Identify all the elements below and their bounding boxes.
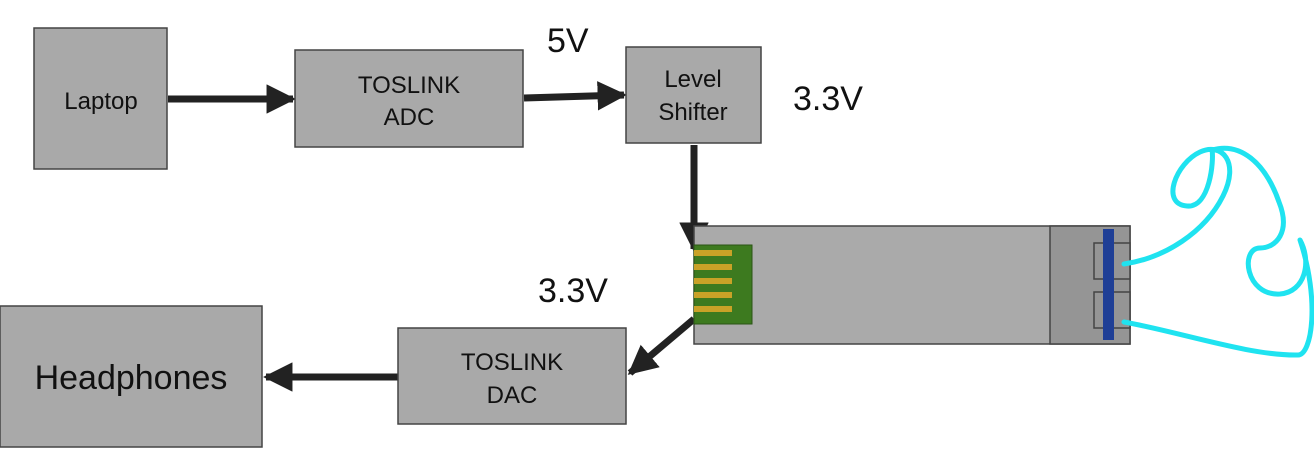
laptop-label: Laptop — [64, 88, 137, 115]
toslink-dac-block: TOSLINK DAC — [397, 327, 627, 425]
dac-label-line1: TOSLINK — [461, 349, 563, 376]
sfp-edge-connector-pcb — [693, 244, 753, 325]
sfp-connector-pins — [694, 250, 732, 312]
level-shifter-block: Level Shifter — [625, 46, 762, 144]
adc-label-line1: TOSLINK — [358, 72, 460, 99]
arrow-adc-to-shifter — [523, 81, 627, 111]
adc-label-line2: ADC — [384, 104, 435, 131]
voltage-label-3v3-bottom: 3.3V — [538, 272, 608, 310]
headphones-block: Headphones — [0, 305, 263, 448]
sfp-latch-bar — [1103, 229, 1114, 340]
dac-label-line2: DAC — [487, 382, 538, 409]
sfp-transceiver-icon — [693, 225, 1131, 345]
shifter-label-line1: Level — [664, 66, 721, 93]
headphones-label: Headphones — [35, 359, 228, 397]
toslink-adc-block: TOSLINK ADC — [294, 49, 524, 148]
arrow-sfp-to-dac — [627, 316, 697, 376]
fiber-optic-loop-icon — [1121, 145, 1314, 358]
laptop-block: Laptop — [33, 27, 168, 170]
shifter-label-line2: Shifter — [658, 99, 727, 126]
voltage-label-5v: 5V — [547, 22, 589, 60]
voltage-label-3v3-top: 3.3V — [793, 80, 863, 118]
